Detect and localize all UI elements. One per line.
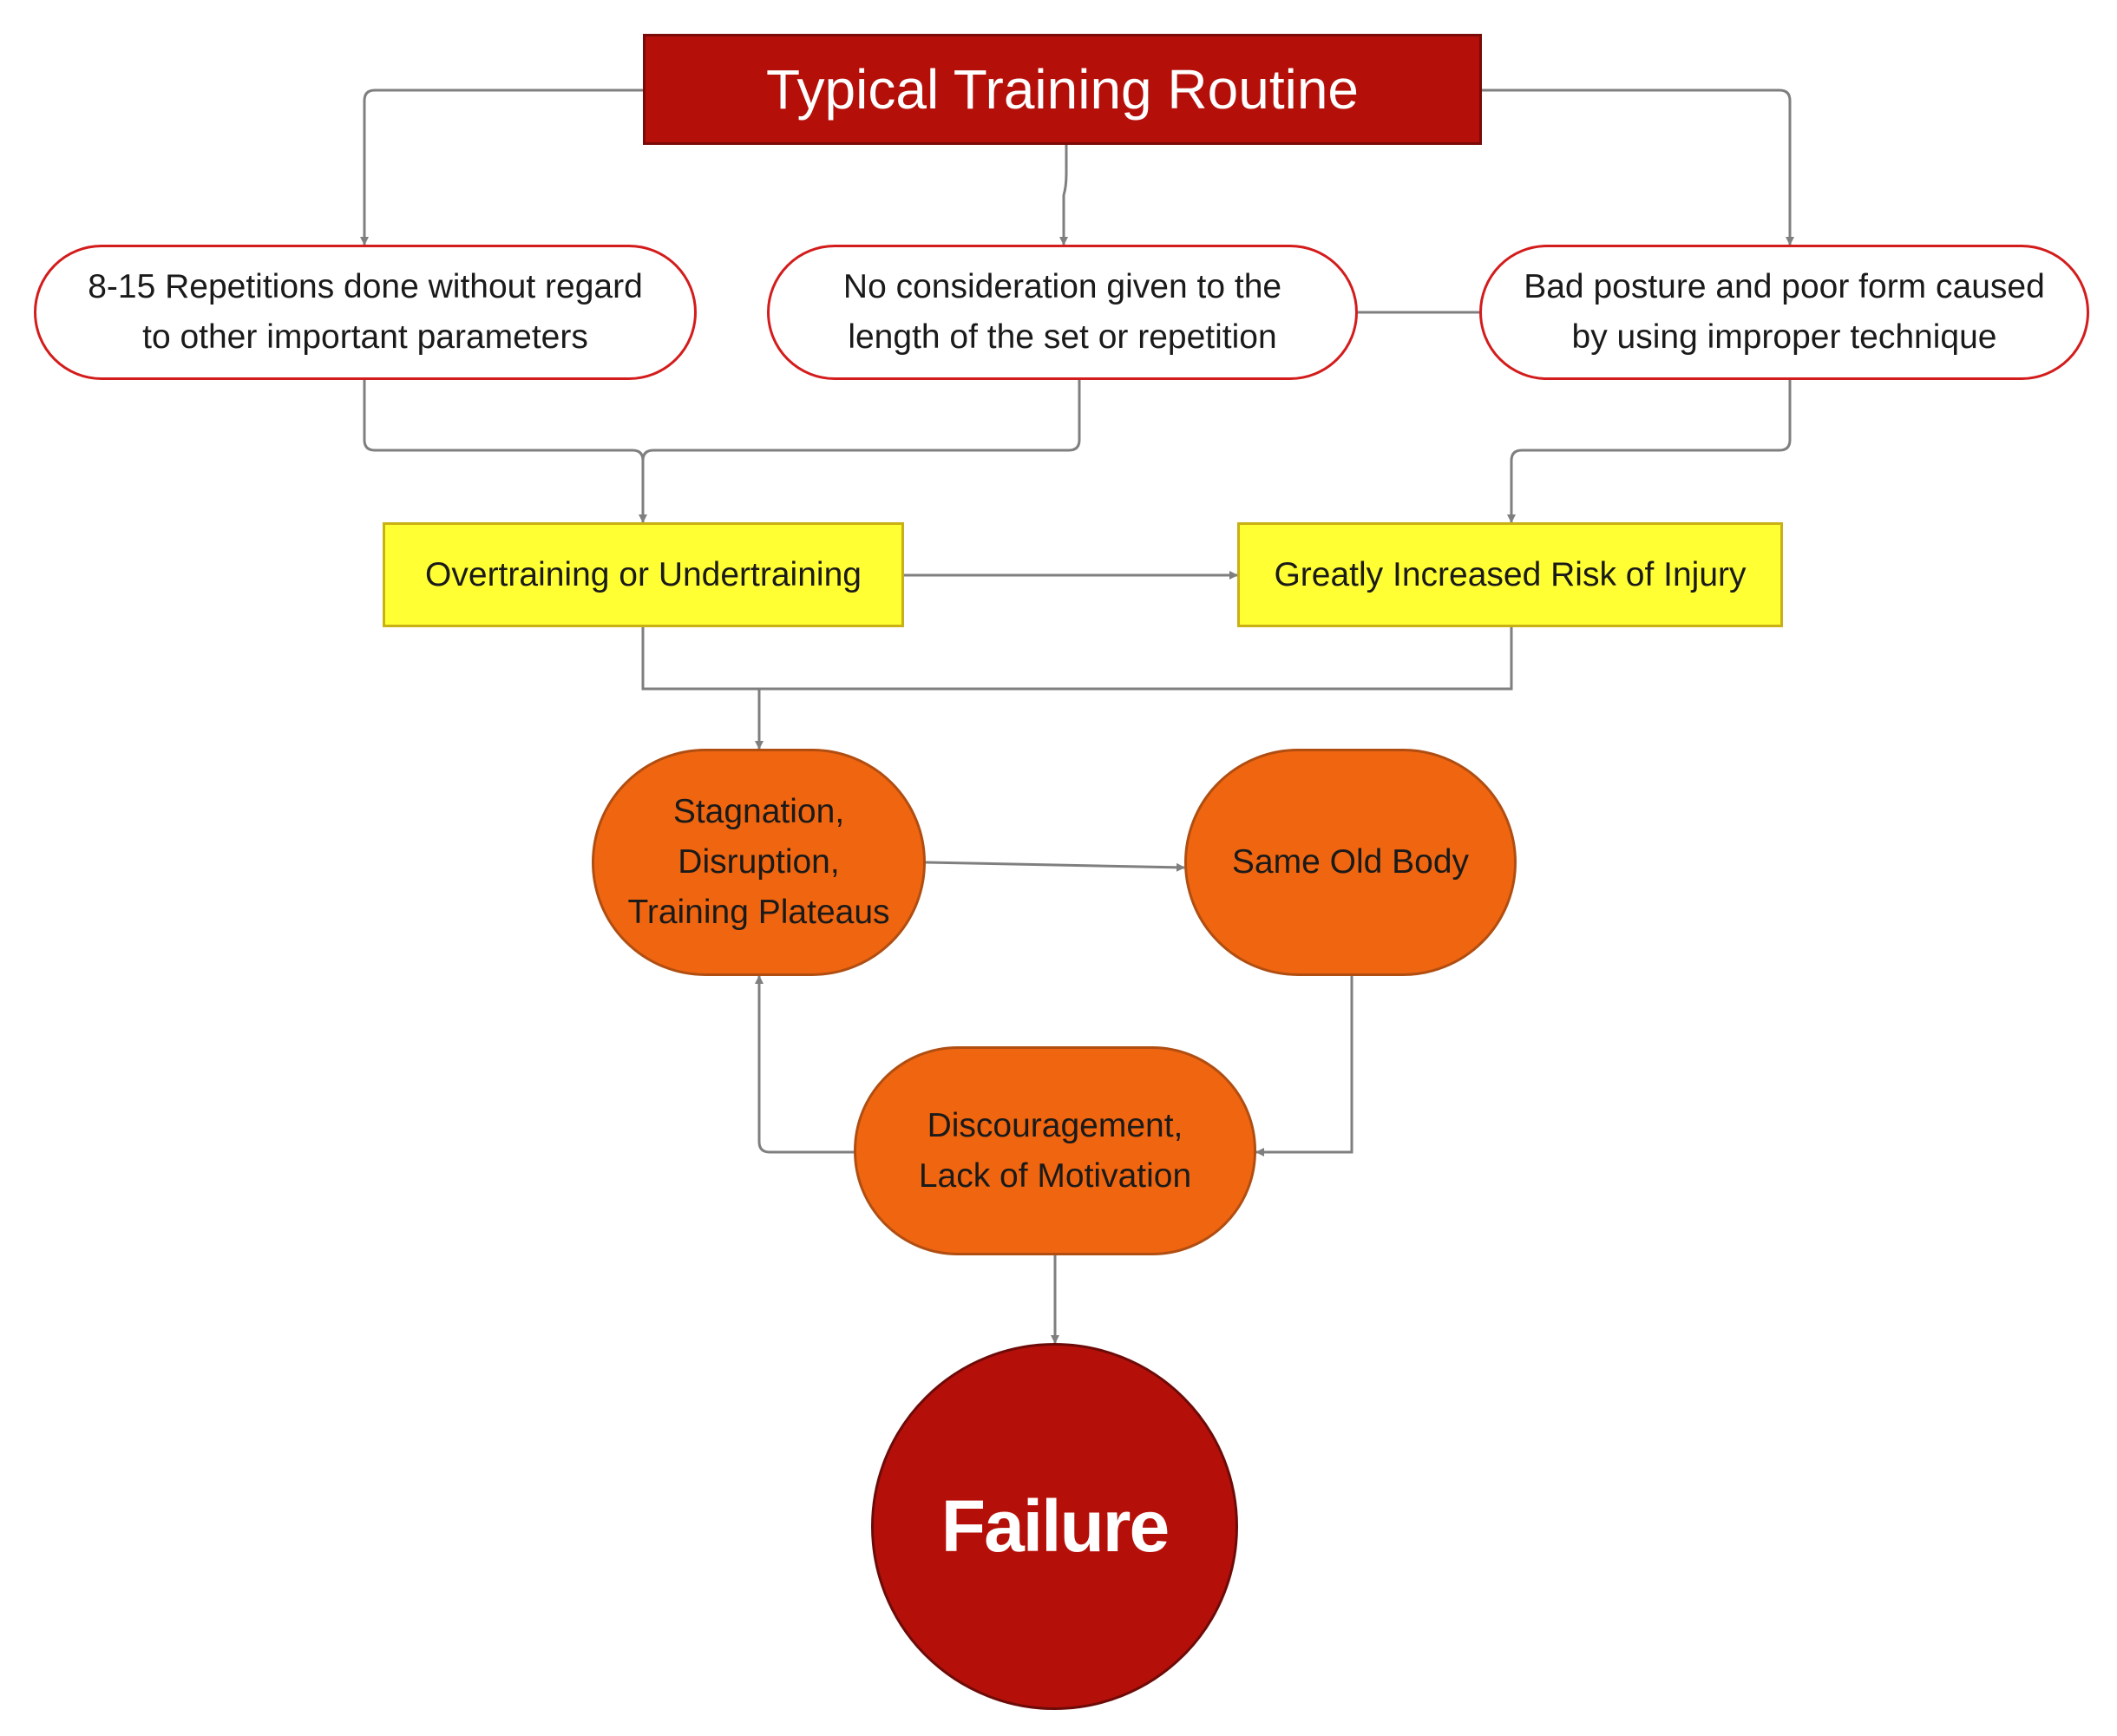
repetitions-node: 8-15 Repetitions done without regard to … (34, 245, 697, 380)
stagnation-label: Stagnation, Disruption, Training Plateau… (627, 793, 890, 931)
title-box: Typical Training Routine (643, 34, 1482, 145)
same-old-body-label: Same Old Body (1231, 843, 1470, 881)
failure-label: Failure (941, 1485, 1170, 1567)
edge-stagnation-to-samebody (925, 861, 1185, 872)
edge-length-to-overtraining (641, 380, 1081, 462)
overtraining-node: Overtraining or Undertraining (383, 522, 904, 627)
discouragement-label: Discouragement, Lack of Motivation (918, 1106, 1192, 1195)
edge-posture-to-risk (1507, 380, 1792, 523)
overtraining-label: Overtraining or Undertraining (425, 555, 862, 593)
edge-reps-to-overtraining (363, 380, 647, 523)
injury-risk-label: Greatly Increased Risk of Injury (1274, 555, 1747, 593)
edge-title-to-length (1059, 145, 1068, 246)
posture-label: Bad posture and poor form caused by usin… (1524, 268, 2045, 356)
edge-title-to-posture (1482, 88, 1794, 246)
edge-overtraining-to-stagnation (641, 627, 1513, 691)
failure-node: Failure (871, 1343, 1238, 1710)
discouragement-node: Discouragement, Lack of Motivation (854, 1046, 1256, 1255)
posture-node: Bad posture and poor form caused by usin… (1479, 245, 2089, 380)
set-length-node: No consideration given to the length of … (767, 245, 1358, 380)
same-old-body-node: Same Old Body (1184, 749, 1517, 976)
set-length-label: No consideration given to the length of … (842, 268, 1282, 356)
edge-discouragement-to-stagnation (755, 975, 854, 1154)
repetitions-label: 8-15 Repetitions done without regard to … (88, 268, 643, 356)
edge-title-to-reps (360, 88, 643, 246)
injury-risk-node: Greatly Increased Risk of Injury (1237, 522, 1783, 627)
edge-samebody-to-discouragement (1255, 976, 1353, 1156)
title-label: Typical Training Routine (765, 58, 1360, 121)
stagnation-node: Stagnation, Disruption, Training Plateau… (592, 749, 926, 976)
